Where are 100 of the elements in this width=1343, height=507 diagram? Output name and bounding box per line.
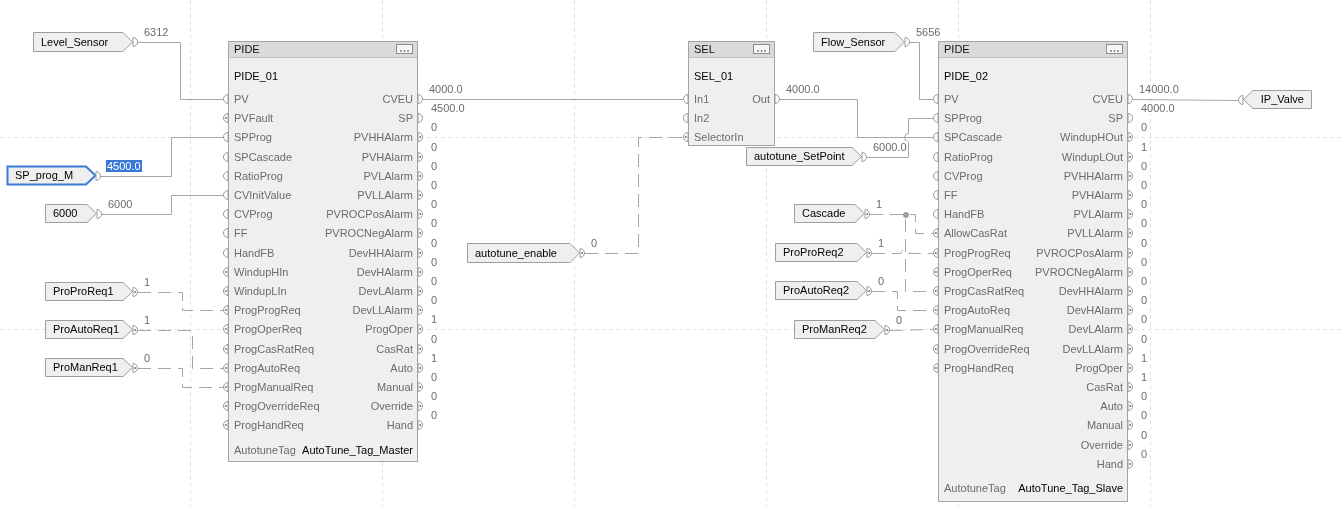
pin-label: PVLLAlarm (1067, 226, 1123, 241)
wire-value: 0 (877, 274, 886, 287)
pin-label: DevHAlarm (356, 264, 413, 279)
pin-value: 4000.0 (1140, 102, 1176, 114)
pin-label: AllowCasRat (944, 226, 1007, 241)
block-type-label: PIDE (234, 43, 260, 56)
tag-name: SP_prog_M (15, 169, 74, 182)
wire (909, 42, 934, 100)
pin-label: ProgOverrideReq (234, 399, 320, 414)
pin-value: 0 (430, 179, 439, 191)
wire-value: 1 (875, 197, 884, 210)
pin-label: PVHHAlarm (353, 130, 413, 145)
pin-label: FF (944, 188, 958, 202)
pin-label: SP (1108, 111, 1123, 126)
pin-label: ProgOper (365, 322, 413, 337)
pin-label: Manual (376, 380, 413, 394)
pin-label: PV (944, 92, 959, 106)
pin-value: 0 (1140, 256, 1149, 268)
wire (137, 368, 224, 388)
parameter-value: AutoTune_Tag_Master (302, 442, 413, 457)
pin-label: PVLLAlarm (357, 188, 413, 202)
wire (137, 292, 224, 311)
pin-value: 0 (430, 160, 439, 172)
pin-value: 0 (1140, 217, 1149, 229)
wire (100, 137, 224, 177)
pin-label: Auto (390, 360, 413, 375)
pin-label: Override (370, 399, 413, 414)
pin-value: 1 (430, 352, 439, 364)
pin-label: ProgProgReq (944, 245, 1011, 260)
pin-label: Hand (1096, 456, 1123, 471)
pin-label: WindupLIn (234, 284, 287, 298)
pin-label: PVFault (234, 111, 274, 126)
tag-name: IP_Valve (1260, 93, 1304, 106)
pin-value: 0 (1140, 237, 1149, 249)
pin-label: ProgAutoReq (944, 303, 1011, 318)
tag-name: 6000 (53, 207, 78, 220)
wire-value: 1 (877, 236, 886, 249)
wire-value: 4000.0 (428, 82, 464, 95)
tag-name: ProAutoReq1 (53, 323, 120, 336)
wire-value: 6000.0 (872, 140, 908, 153)
pin-label: SelectorIn (694, 130, 744, 145)
pin-value: 0 (430, 409, 439, 421)
pin-value: 0 (1140, 275, 1149, 287)
pin-label: SPCascade (944, 130, 1003, 145)
pin-label: ProgOverrideReq (944, 341, 1030, 356)
pin-label: CVProg (234, 207, 273, 222)
pin-label: DevLAlarm (1068, 322, 1123, 337)
pin-value: 0 (1140, 313, 1149, 325)
wire-value: 0 (590, 236, 599, 249)
pin-value: 1 (1140, 141, 1149, 153)
pin-label: ProgHandReq (944, 360, 1014, 375)
tag-name: autotune_SetPoint (754, 150, 845, 163)
pin-value: 0 (430, 333, 439, 345)
pin-label: PVHHAlarm (1063, 168, 1123, 183)
pin-value: 0 (1140, 179, 1149, 191)
pin-value: 0 (430, 256, 439, 268)
pin-label: HandFB (944, 207, 985, 222)
wire (866, 118, 934, 158)
pin-label: CVInitValue (234, 188, 292, 202)
pin-value: 0 (1140, 198, 1149, 210)
pin-label: SP (398, 111, 413, 126)
pin-value: 0 (430, 275, 439, 287)
wire (889, 329, 934, 331)
pin-value: 0 (430, 198, 439, 210)
pin-value: 0 (430, 237, 439, 249)
pin-label: ProgOper (1075, 360, 1123, 375)
tag-name: Level_Sensor (41, 35, 109, 49)
pin-value: 0 (1140, 448, 1149, 460)
pin-label: PVROCNegAlarm (324, 226, 413, 241)
pin-label: RatioProg (944, 149, 993, 164)
pin-label: ProgOperReq (234, 322, 302, 337)
parameter-label: AutotuneTag (944, 481, 1006, 495)
pin-value: 1 (1140, 371, 1149, 383)
block-type-label: PIDE (944, 43, 970, 56)
pin-value: 0 (1140, 160, 1149, 172)
pin-value: 0 (1140, 409, 1149, 421)
pin-value: 0 (1140, 294, 1149, 306)
pin-label: Out (752, 92, 770, 106)
wire-value: 6000 (107, 197, 134, 210)
pin-value: 0 (1140, 333, 1149, 345)
wire (101, 195, 224, 215)
pin-label: HandFB (234, 245, 275, 260)
pin-label: PVLAlarm (1073, 207, 1123, 222)
pin-label: Hand (386, 418, 413, 433)
block-instance-name: PIDE_02 (944, 69, 989, 83)
wire (779, 99, 934, 138)
wire-value: 14000.0 (1138, 82, 1180, 95)
pin-value: 0 (1140, 429, 1149, 441)
wire (137, 330, 224, 369)
tag-name: ProProReq1 (53, 285, 114, 298)
pin-label: SPProg (944, 111, 982, 126)
pin-label: DevLAlarm (358, 284, 413, 298)
block-instance-name: PIDE_01 (234, 69, 279, 83)
pin-label: PVHAlarm (361, 149, 413, 164)
tag-name: ProProReq2 (783, 246, 844, 259)
pin-label: DevHAlarm (1066, 303, 1123, 318)
pin-label: CVProg (944, 168, 983, 183)
pin-label: PVROCPosAlarm (326, 207, 413, 222)
pin-label: ProgManualReq (234, 380, 314, 394)
pin-value: 0 (430, 217, 439, 229)
